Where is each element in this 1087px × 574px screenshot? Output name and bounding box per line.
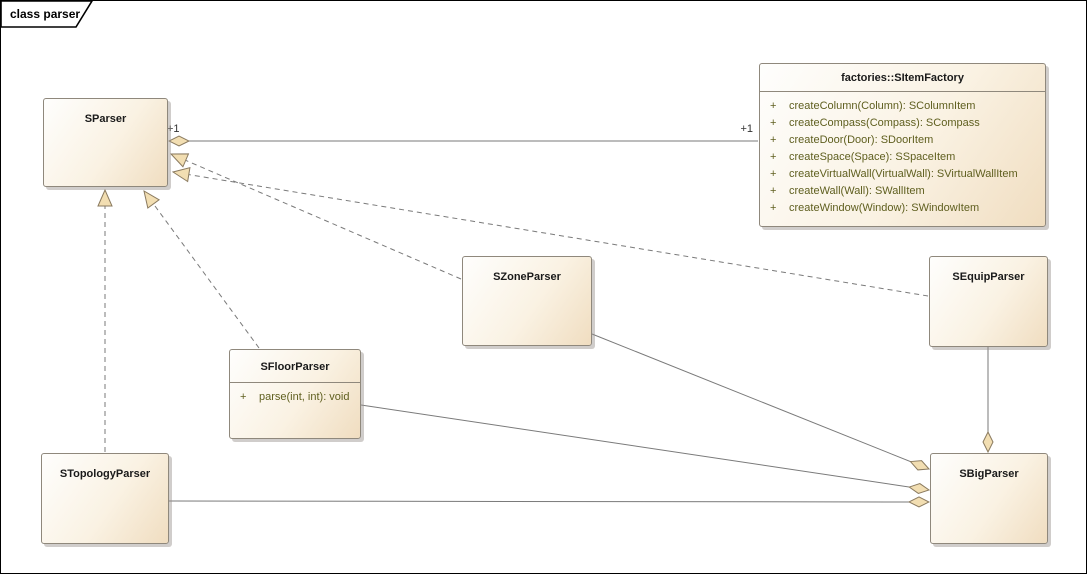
connector-sfloorparser-sbigparser[interactable]: [360, 404, 929, 490]
method-compartment-sfloorparser: +parse(int, int): void: [230, 383, 360, 406]
class-title-stopologyparser: STopologyParser: [59, 468, 151, 480]
class-box-sequipparser[interactable]: SEquipParser: [929, 256, 1048, 347]
frame-tab: [1, 1, 93, 28]
class-box-sbigparser[interactable]: SBigParser: [930, 453, 1048, 544]
method-createvirtualwall: +createVirtualWall(VirtualWall): SVirtua…: [770, 168, 1018, 180]
connector-sfloorparser-sparser[interactable]: [144, 191, 260, 349]
multiplicity-label-sitemfactory-end: +1: [740, 123, 753, 135]
class-title-sparser: SParser: [84, 113, 127, 125]
class-title-sequipparser: SEquipParser: [952, 271, 1025, 283]
method-createwall: +createWall(Wall): SWallItem: [770, 185, 925, 197]
method-createspace: +createSpace(Space): SSpaceItem: [770, 151, 956, 163]
class-title-sitemfactory: factories::SItemFactory: [760, 64, 1045, 92]
method-createdoor: +createDoor(Door): SDoorItem: [770, 134, 934, 146]
class-title-sfloorparser: SFloorParser: [230, 350, 360, 383]
connector-stopologyparser-sbigparser[interactable]: [168, 501, 929, 502]
connector-szoneparser-sparser[interactable]: [171, 154, 462, 280]
method-createcolumn: +createColumn(Column): SColumnItem: [770, 100, 976, 112]
method-parse: +parse(int, int): void: [240, 391, 350, 403]
class-title-sbigparser: SBigParser: [959, 468, 1019, 480]
method-compartment-sitemfactory: +createColumn(Column): SColumnItem +crea…: [760, 92, 1045, 217]
multiplicity-label-sparser-end: +1: [167, 123, 180, 135]
frame-tab-shape: [1, 1, 93, 28]
method-createwindow: +createWindow(Window): SWindowItem: [770, 202, 980, 214]
frame-tab-label: class parser: [10, 7, 81, 21]
class-box-sparser[interactable]: SParser: [43, 98, 168, 187]
method-createcompass: +createCompass(Compass): SCompass: [770, 117, 980, 129]
connector-sequipparser-sparser[interactable]: [173, 172, 929, 297]
class-box-szoneparser[interactable]: SZoneParser: [462, 256, 592, 346]
class-box-sfloorparser[interactable]: SFloorParser +parse(int, int): void: [229, 349, 361, 439]
class-box-stopologyparser[interactable]: STopologyParser: [41, 453, 169, 544]
class-box-sitemfactory[interactable]: factories::SItemFactory +createColumn(Co…: [759, 63, 1046, 227]
connector-szoneparser-sbigparser[interactable]: [591, 333, 929, 469]
class-title-szoneparser: SZoneParser: [493, 271, 561, 283]
